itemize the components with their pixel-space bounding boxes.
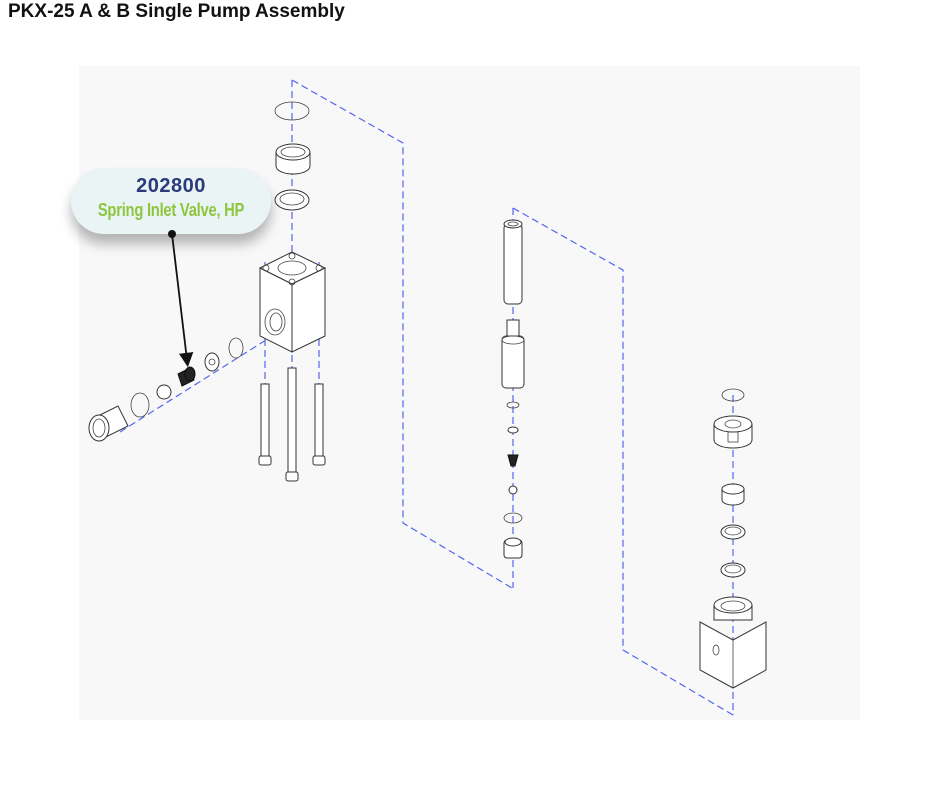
part-callout[interactable]: 202800 Spring Inlet Valve, HP xyxy=(71,168,271,234)
part-mid-outlet-fitting xyxy=(503,537,523,559)
part-right-seal-upper xyxy=(720,524,746,540)
part-right-block xyxy=(699,596,767,689)
part-right-oring xyxy=(721,388,745,402)
part-mid-oring xyxy=(506,401,520,409)
middle-stack-parts xyxy=(501,219,525,559)
part-spring-inlet-valve xyxy=(177,366,196,387)
callout-part-name: Spring Inlet Valve, HP xyxy=(97,200,245,220)
part-seal-upper xyxy=(274,189,310,211)
part-plunger-rod xyxy=(503,219,523,305)
axis-inlet-horizontal xyxy=(119,327,286,433)
part-inlet-fitting xyxy=(88,405,129,442)
part-right-nut xyxy=(713,415,753,449)
part-snap-ring xyxy=(274,101,310,121)
part-cylinder xyxy=(501,319,525,389)
part-bolts xyxy=(258,367,326,482)
part-right-seal-lower xyxy=(720,562,746,578)
part-mid-valve xyxy=(507,454,519,467)
page-title: PKX-25 A & B Single Pump Assembly xyxy=(8,1,345,22)
part-inlet-oring xyxy=(130,392,150,418)
callout-part-number: 202800 xyxy=(136,175,206,197)
part-inlet-ball xyxy=(156,384,172,400)
part-mid-ball xyxy=(508,485,518,495)
part-mid-seal xyxy=(503,512,523,524)
part-inlet-seat xyxy=(204,352,220,372)
part-pump-block xyxy=(258,251,327,353)
left-stack-parts xyxy=(258,101,327,482)
part-bushing xyxy=(275,143,311,175)
part-mid-washer xyxy=(507,426,519,434)
part-inlet-snap-ring xyxy=(228,337,244,359)
right-stack-parts xyxy=(699,388,767,689)
inlet-parts xyxy=(88,337,244,442)
part-right-bushing xyxy=(721,483,745,506)
